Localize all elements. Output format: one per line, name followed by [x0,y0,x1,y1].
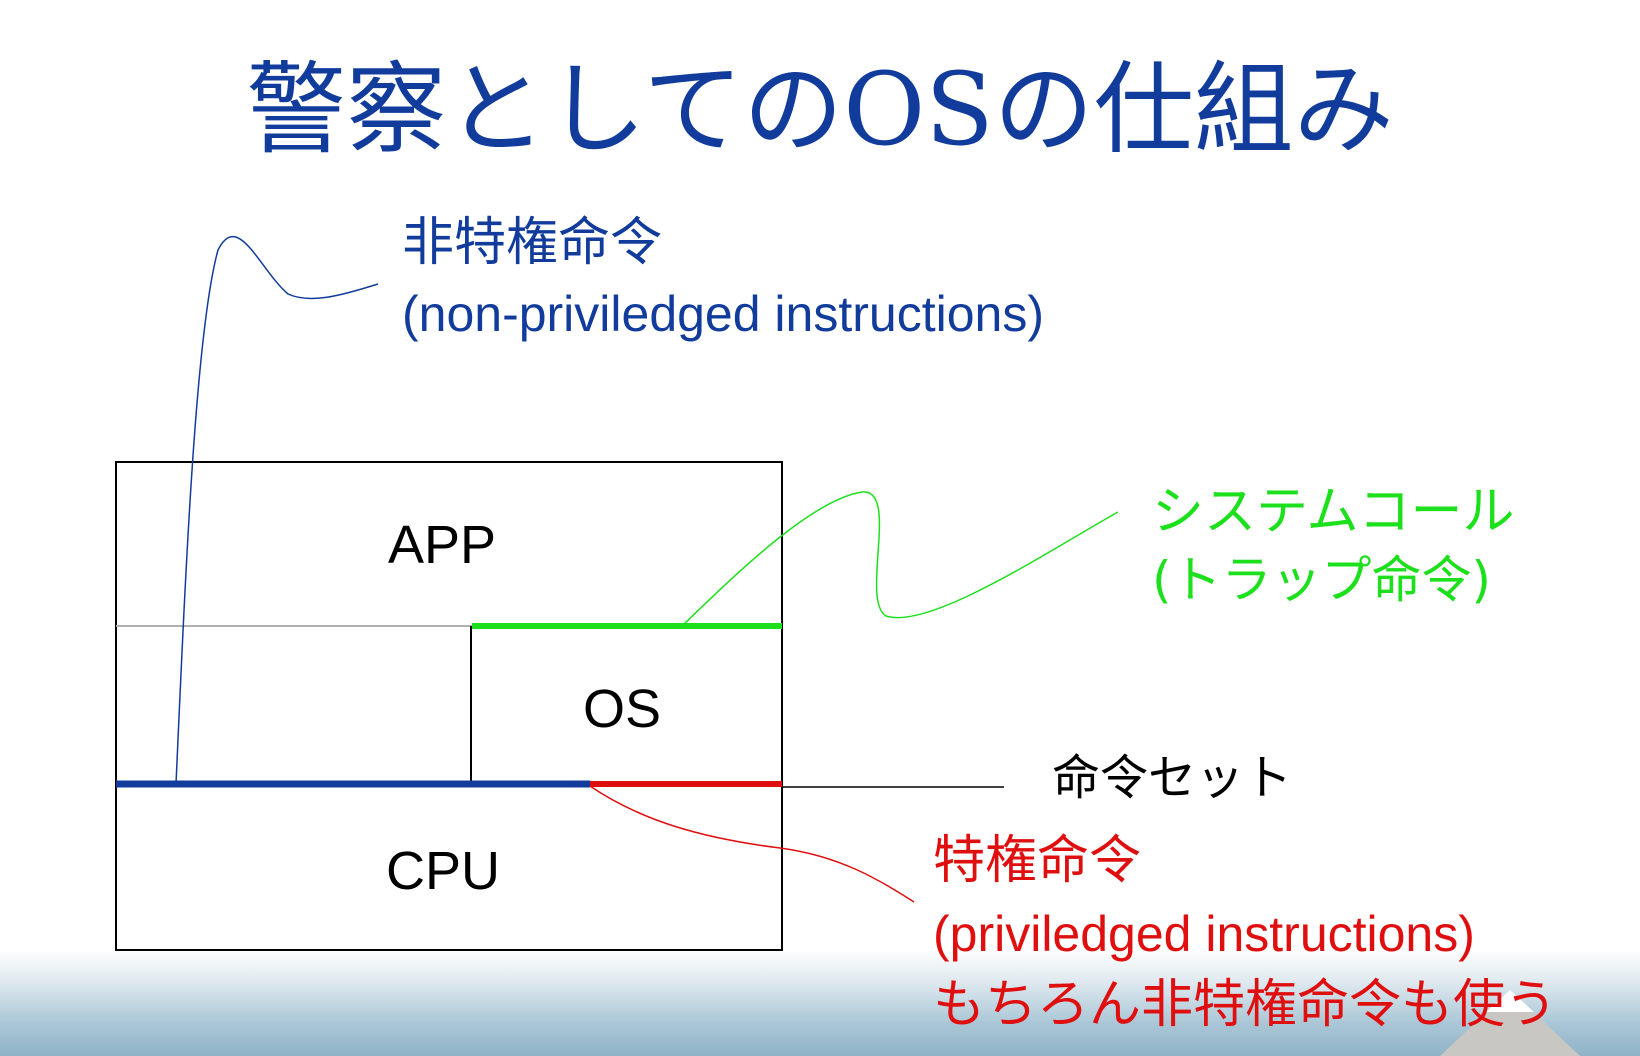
non-privileged-label-en: (non-priviledged instructions) [402,286,1044,342]
system-call-label: システムコール [1152,482,1515,542]
non-privileged-callout-line [175,235,379,785]
cpu-label: CPU [386,841,501,901]
app-label: APP [388,515,497,575]
trap-instruction-label: (トラップ命令) [1152,551,1492,609]
privileged-label-en: (priviledged instructions) [933,906,1475,962]
slide-title: 警察としてのOSの仕組み [246,51,1394,168]
mountain-snowcap-icon [1486,990,1534,1012]
system-call-callout-line [681,491,1119,627]
os-label: OS [583,679,662,739]
privileged-label-jp: 特権命令 [933,831,1142,891]
privileged-callout-line [589,785,915,903]
bottom-decoration-band [0,950,1640,1056]
non-privileged-label-jp: 非特権命令 [402,213,663,273]
instruction-set-label: 命令セット [1052,750,1293,806]
privileged-note: もちろん非特権命令も使う [933,975,1558,1035]
diagram-frame [115,461,783,951]
